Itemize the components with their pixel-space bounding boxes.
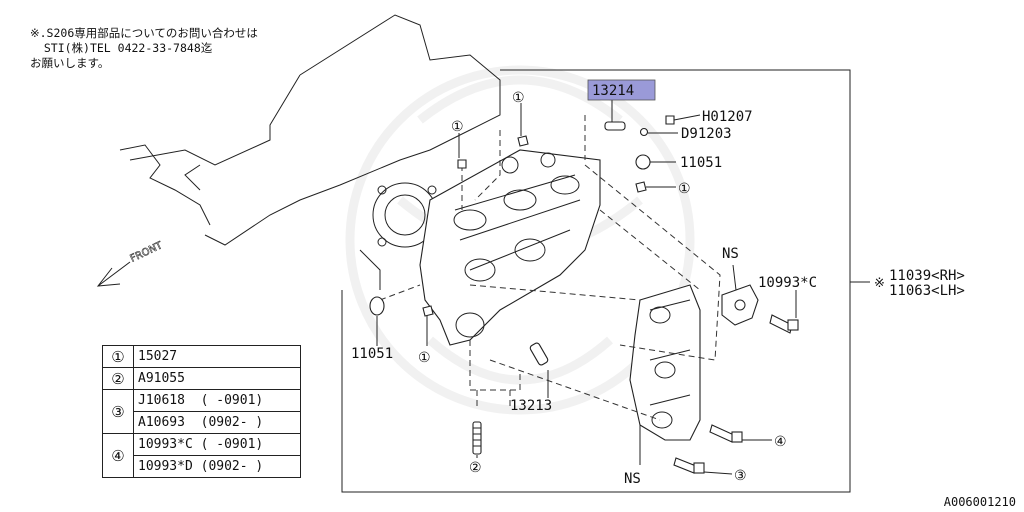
label-ns-bottom[interactable]: NS bbox=[624, 471, 641, 487]
label-ns-top[interactable]: NS bbox=[722, 246, 739, 262]
ref-4[interactable]: ④ bbox=[774, 434, 787, 450]
cylinder-head-lh bbox=[419, 149, 601, 346]
ref-2[interactable]: ② bbox=[469, 460, 482, 476]
legend-part[interactable]: A10693 (0902- ) bbox=[133, 411, 301, 434]
plug-11051-left bbox=[369, 296, 385, 316]
legend-ref-2: ② bbox=[102, 367, 134, 390]
ref-1-left[interactable]: ① bbox=[451, 119, 464, 135]
small-parts bbox=[369, 115, 799, 474]
legend-ref-1: ① bbox=[102, 345, 134, 368]
stud-a91055 bbox=[472, 421, 482, 455]
ref-3[interactable]: ③ bbox=[734, 468, 747, 484]
legend-part[interactable]: 10993*D (0902- ) bbox=[133, 455, 301, 478]
legend-row-3a: ③ J10618 ( -0901) bbox=[102, 389, 301, 434]
dowel-13214 bbox=[604, 121, 626, 131]
legend-part[interactable]: 10993*C ( -0901) bbox=[133, 433, 301, 456]
ns-bracket bbox=[721, 284, 759, 326]
label-11051-left[interactable]: 11051 bbox=[351, 346, 393, 362]
label-11051-top[interactable]: 11051 bbox=[680, 155, 722, 171]
note-line-2: STI(株)TEL 0422-33-7848迄 bbox=[30, 41, 213, 55]
front-label: FRONT bbox=[129, 240, 165, 265]
ref-1-top[interactable]: ① bbox=[512, 90, 525, 106]
legend-part[interactable]: A91055 bbox=[133, 367, 301, 390]
legend-ref-3: ③ bbox=[102, 389, 134, 434]
leader-lines bbox=[376, 100, 870, 475]
diagram-code: A006001210 bbox=[943, 495, 1016, 509]
ref-1-bottom[interactable]: ① bbox=[418, 350, 431, 366]
label-10993c[interactable]: 10993*C bbox=[758, 275, 817, 291]
legend-row-4b: 10993*D (0902- ) bbox=[103, 455, 301, 478]
legend-row-4a: ④ 10993*C ( -0901) bbox=[102, 433, 301, 478]
plug-top bbox=[517, 135, 529, 147]
legend-part[interactable]: 15027 bbox=[133, 345, 301, 368]
label-13213[interactable]: 13213 bbox=[510, 398, 552, 414]
highlight-13214[interactable] bbox=[587, 79, 656, 101]
legend-ref-4: ④ bbox=[102, 433, 134, 478]
rh-mark: ※ bbox=[874, 276, 885, 291]
bolt-head-ref4 bbox=[731, 431, 743, 443]
label-13214[interactable]: 13214 bbox=[592, 83, 634, 99]
legend-row-2: ② A91055 bbox=[102, 367, 301, 390]
legend-row-1: ① 15027 bbox=[102, 345, 301, 368]
plug-15027-lower bbox=[422, 305, 434, 317]
front-arrow: FRONT bbox=[96, 240, 165, 287]
reference-legend-table: ① 15027 ② A91055 ③ J10618 ( -0901) A1069… bbox=[102, 345, 301, 478]
inquiry-note: ※.S206専用部品についてのお問い合わせは STI(株)TEL 0422-33… bbox=[30, 26, 258, 71]
label-h01207[interactable]: H01207 bbox=[702, 109, 753, 125]
legend-part[interactable]: J10618 ( -0901) bbox=[133, 389, 301, 412]
legend-row-3b: A10693 (0902- ) bbox=[103, 411, 301, 434]
plug-15027 bbox=[635, 181, 647, 193]
bolt-ref4 bbox=[709, 424, 735, 443]
ref-1-right[interactable]: ① bbox=[678, 181, 691, 197]
assembly-frame bbox=[341, 69, 851, 493]
bolt-10993c bbox=[769, 314, 793, 334]
dowel-13213 bbox=[529, 342, 549, 366]
assembly-dash-lines bbox=[379, 115, 721, 421]
label-11063-lh[interactable]: 11063<LH> bbox=[889, 283, 965, 299]
plug-11051-top bbox=[635, 154, 651, 170]
bolt-head-ref3 bbox=[693, 462, 705, 474]
note-line-3: お願いします。 bbox=[30, 56, 110, 70]
bolt-h01207 bbox=[665, 115, 675, 125]
note-line-1: ※.S206専用部品についてのお問い合わせは bbox=[30, 26, 258, 40]
cylinder-head-rh bbox=[629, 284, 701, 441]
bolt-ref3 bbox=[673, 457, 697, 474]
bolt-head-10993c bbox=[787, 319, 799, 331]
plug-left bbox=[457, 159, 467, 169]
washer-d91203 bbox=[639, 127, 649, 137]
label-d91203[interactable]: D91203 bbox=[681, 126, 732, 142]
label-11039-rh[interactable]: 11039<RH> bbox=[889, 268, 965, 284]
